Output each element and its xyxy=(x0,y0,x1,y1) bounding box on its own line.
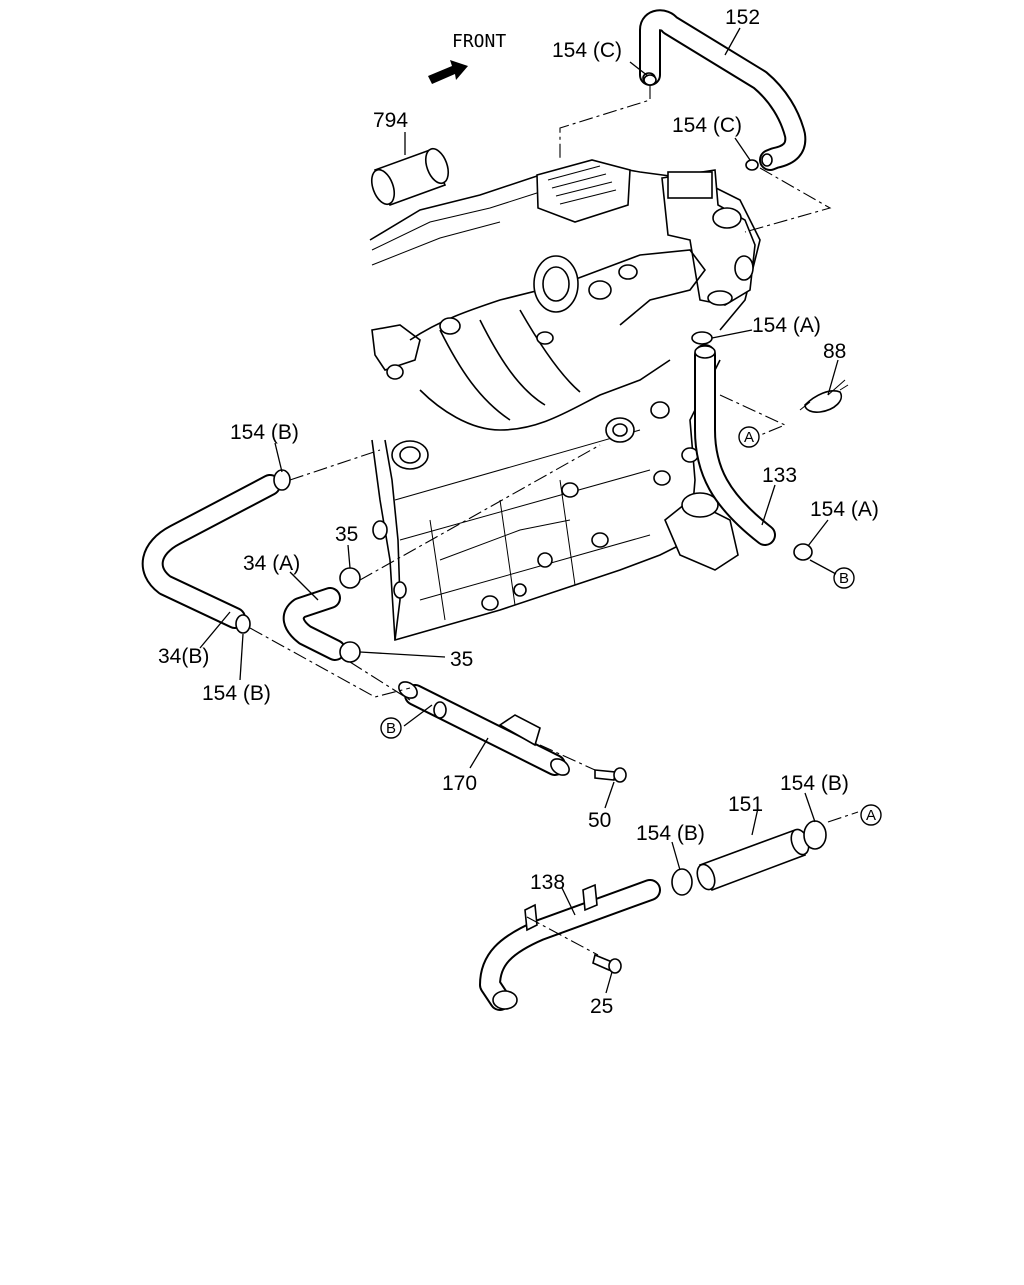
callout-154b-mid: 154 (B) xyxy=(636,822,705,845)
callout-35-lower: 35 xyxy=(450,648,473,671)
part-170-pipe xyxy=(398,681,570,776)
callout-151: 151 xyxy=(728,793,763,816)
clamp-35-upper xyxy=(339,567,361,589)
clamp-154c-right xyxy=(745,159,759,171)
part-794-cylinder xyxy=(370,147,450,207)
callout-154a-lower: 154 (A) xyxy=(810,498,879,521)
part-88-clip xyxy=(799,379,849,413)
clamp-154b-mid xyxy=(671,868,693,896)
part-152-hose xyxy=(639,9,807,171)
callout-88: 88 xyxy=(823,340,846,363)
part-34b-hose xyxy=(141,474,281,629)
callout-154c-top: 154 (C) xyxy=(552,39,622,62)
callout-154b-bottomleft: 154 (B) xyxy=(202,682,271,705)
part-151-hose xyxy=(696,828,810,892)
callout-154a-upper: 154 (A) xyxy=(752,314,821,337)
leader-lines xyxy=(199,27,839,994)
clamp-154b-right xyxy=(803,820,827,850)
connector-b-left: B xyxy=(380,717,402,739)
callout-labels: 152 154 (C) 154 (C) 794 154 (A) 88 154 (… xyxy=(158,6,879,1018)
front-indicator: FRONT xyxy=(428,31,506,84)
connector-a-lower-label: A xyxy=(866,807,876,824)
callout-794: 794 xyxy=(373,109,408,132)
clamp-154b-left xyxy=(273,469,291,491)
callout-34b: 34(B) xyxy=(158,645,209,668)
clamp-154a-lower xyxy=(793,543,813,561)
bolt-50 xyxy=(594,767,627,783)
callout-152: 152 xyxy=(725,6,760,29)
callout-154c-right: 154 (C) xyxy=(672,114,742,137)
callout-25: 25 xyxy=(590,995,613,1018)
front-arrow-icon xyxy=(428,60,468,84)
part-34a-hose xyxy=(282,587,346,661)
callout-154b-left: 154 (B) xyxy=(230,421,299,444)
callout-34a: 34 (A) xyxy=(243,552,300,575)
engine-block xyxy=(369,159,761,642)
connector-a-upper: A xyxy=(738,426,760,448)
callout-133: 133 xyxy=(762,464,797,487)
connector-b-left-label: B xyxy=(386,720,396,737)
callout-35-upper: 35 xyxy=(335,523,358,546)
callout-138: 138 xyxy=(530,871,565,894)
connector-b-right-label: B xyxy=(839,570,849,587)
clamp-154b-bottomleft xyxy=(235,614,251,634)
clamp-154c-top xyxy=(643,74,657,86)
clamp-35-lower xyxy=(339,641,361,663)
front-label: FRONT xyxy=(452,31,506,52)
callout-154b-right: 154 (B) xyxy=(780,772,849,795)
part-138-pipe xyxy=(479,879,661,1011)
bolt-25 xyxy=(592,953,622,974)
callout-50: 50 xyxy=(588,809,611,832)
assembly-lines xyxy=(249,85,859,956)
connector-a-lower: A xyxy=(860,804,882,826)
connector-b-right: B xyxy=(833,567,855,589)
connector-a-upper-label: A xyxy=(744,429,754,446)
callout-170: 170 xyxy=(442,772,477,795)
